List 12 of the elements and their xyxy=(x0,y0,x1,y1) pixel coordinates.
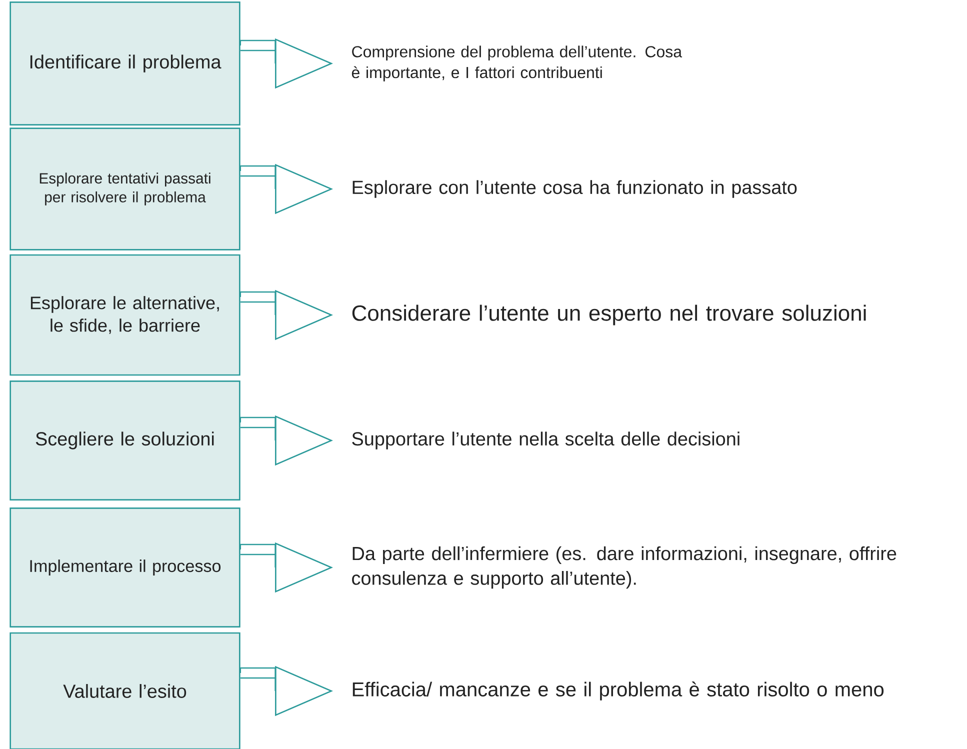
description-text: Supportare l’utente nella scelta delle decisioni xyxy=(352,432,740,450)
description-text: Esplorare con l’utente cosa ha funzionato in passato xyxy=(352,180,797,198)
step-box: Esplorare le alternative, le sfide, le barriere xyxy=(10,254,240,376)
step-box: Implementare il processo xyxy=(10,508,240,628)
step-box: Valutare l’esito xyxy=(10,632,240,749)
step-box: Scegliere le soluzioni xyxy=(10,380,240,500)
description-text: Da parte dell’infermiere (es. dare informazioni, insegnare, offrire consulenza e supporto all’utente). xyxy=(352,546,896,589)
step-box: Identificare il problema xyxy=(10,2,240,126)
step-box: Esplorare tentativi passati per risolvere il problema xyxy=(10,128,240,250)
description-text: Efficacia/ mancanze e se il problema è stato risolto o meno xyxy=(352,682,884,700)
description-text: Comprensione del problema dell’utente. Cosa è importante, e I fattori contribuenti xyxy=(352,46,682,82)
description-text: Considerare l’utente un esperto nel trovare soluzioni xyxy=(352,304,866,326)
